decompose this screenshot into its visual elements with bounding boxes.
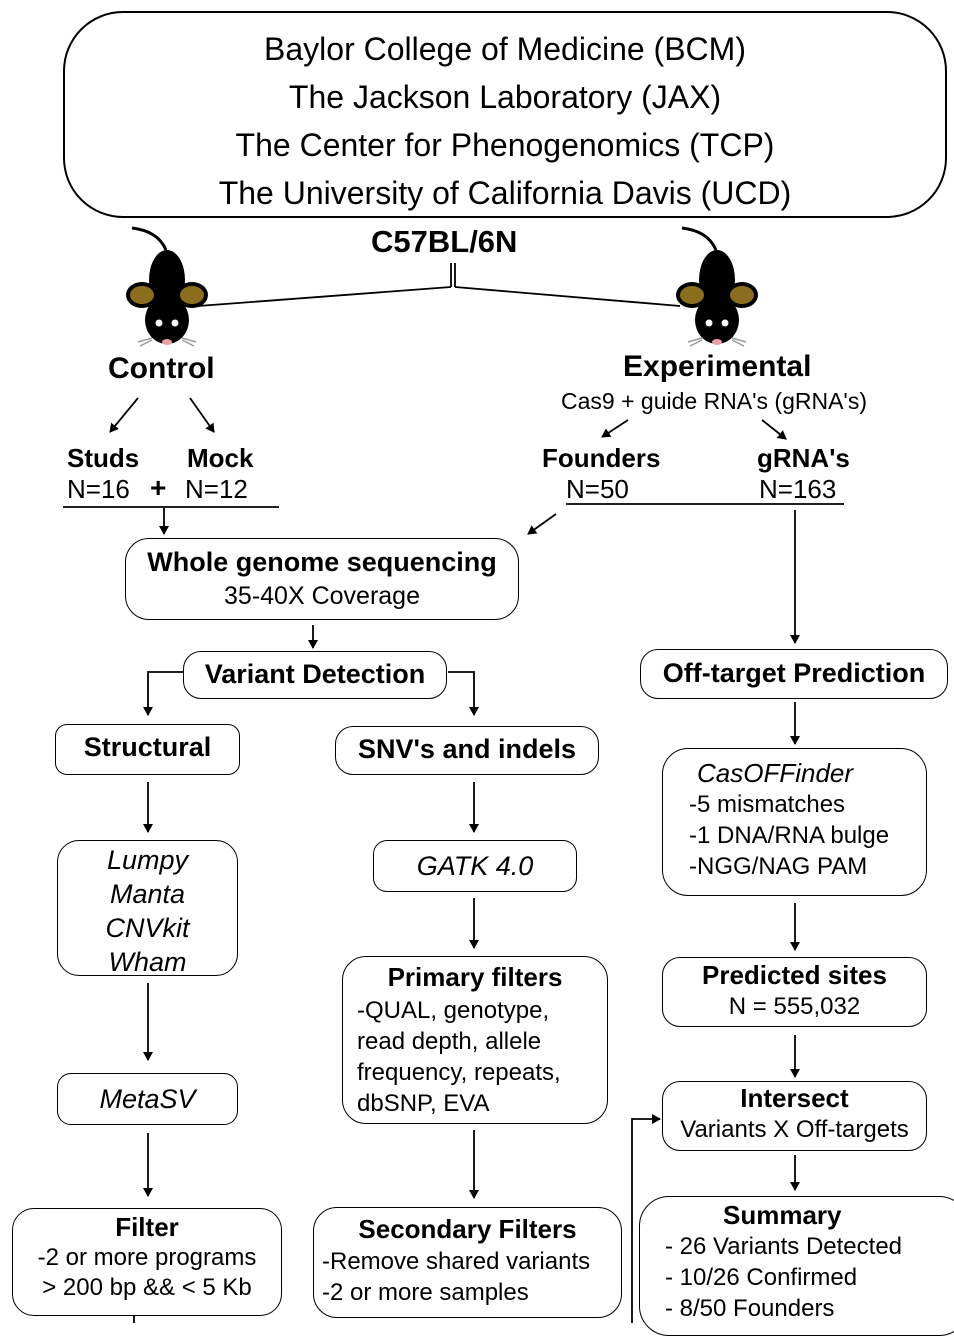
secondary-to-intersect-arrow [631, 1114, 661, 1323]
founders-to-wgs-arrow [527, 513, 557, 535]
institutions-box: Baylor College of Medicine (BCM) The Jac… [63, 11, 947, 218]
intersect-title: Intersect [740, 1083, 849, 1113]
predicted-count: N = 555,032 [728, 993, 861, 1020]
wgs-box: Whole genome sequencing 35-40X Coverage [125, 538, 519, 620]
primary-line-1: -QUAL, genotype, [357, 997, 550, 1024]
mock-count: N=12 [185, 474, 248, 504]
gatk-box: GATK 4.0 [373, 840, 577, 892]
control-title: Control [108, 352, 215, 385]
primary-line-2: read depth, allele [357, 1028, 542, 1055]
variant-to-structural-arrow [143, 671, 183, 716]
strain-to-control-line [197, 286, 452, 307]
institution-jax: The Jackson Laboratory (JAX) [288, 79, 722, 115]
studs-count: N=16 [67, 474, 130, 504]
structural-box: Structural [55, 724, 240, 775]
intersect-box: Intersect Variants X Off-targets [662, 1081, 927, 1151]
exp-to-grna-arrow [761, 419, 787, 440]
predicted-title: Predicted sites [702, 960, 887, 990]
strain-label: C57BL/6N [371, 224, 518, 259]
intersect-line: Variants X Off-targets [680, 1116, 909, 1143]
secondary-line-2: -2 or more samples [322, 1279, 529, 1306]
experimental-title: Experimental [623, 350, 812, 383]
grna-count: N=163 [759, 474, 837, 504]
exp-to-founders-arrow [601, 419, 629, 438]
tool-manta: Manta [109, 879, 186, 909]
filter-line-2: > 200 bp && < 5 Kb [42, 1274, 252, 1301]
plus-sign: + [150, 472, 167, 503]
grna-label: gRNA's [757, 443, 850, 473]
filter-line-1: -2 or more programs [37, 1244, 257, 1271]
filter-title: Filter [115, 1212, 179, 1242]
tool-wham: Wham [108, 947, 187, 977]
summary-line-1: - 26 Variants Detected [665, 1233, 903, 1260]
casoff-line-2: -1 DNA/RNA bulge [689, 822, 890, 849]
offtarget-box: Off-target Prediction [640, 649, 948, 699]
control-mouse-icon [126, 226, 208, 347]
filter-box: Filter -2 or more programs > 200 bp && <… [12, 1208, 282, 1316]
predicted-sites-box: Predicted sites N = 555,032 [662, 957, 927, 1027]
wgs-title: Whole genome sequencing [147, 547, 497, 577]
casoff-title: CasOFFinder [697, 758, 854, 788]
experimental-subtitle: Cas9 + guide RNA's (gRNA's) [561, 388, 867, 414]
summary-line-3: - 8/50 Founders [665, 1295, 835, 1322]
summary-box: Summary - 26 Variants Detected - 10/26 C… [639, 1196, 954, 1336]
tool-cnvkit: CNVkit [105, 913, 190, 943]
casoffinder-box: CasOFFinder -5 mismatches -1 DNA/RNA bul… [662, 748, 927, 896]
casoff-line-1: -5 mismatches [689, 791, 846, 818]
summary-line-2: - 10/26 Confirmed [665, 1264, 858, 1291]
variant-detection-box: Variant Detection [183, 651, 447, 699]
control-to-mock-arrow [189, 397, 215, 433]
primary-title: Primary filters [387, 962, 563, 992]
secondary-line-1: -Remove shared variants [322, 1248, 591, 1275]
founders-label: Founders [542, 443, 661, 473]
wgs-coverage: 35-40X Coverage [224, 582, 420, 610]
summary-title: Summary [723, 1200, 842, 1230]
metasv-box: MetaSV [57, 1073, 238, 1125]
secondary-filters-box: Secondary Filters -Remove shared variant… [313, 1207, 622, 1318]
primary-filters-box: Primary filters -QUAL, genotype, read de… [342, 956, 608, 1124]
secondary-title: Secondary Filters [358, 1214, 577, 1244]
experimental-mouse-icon [676, 226, 758, 347]
mock-label: Mock [187, 443, 254, 473]
sv-tools-box: Lumpy Manta CNVkit Wham [57, 840, 238, 977]
strain-to-experimental-line [454, 286, 681, 307]
variant-to-snv-arrow [448, 671, 479, 716]
studs-label: Studs [67, 443, 140, 473]
institution-bcm: Baylor College of Medicine (BCM) [264, 31, 746, 67]
founders-count: N=50 [566, 474, 629, 504]
primary-line-3: frequency, repeats, [357, 1059, 561, 1086]
primary-line-4: dbSNP, EVA [357, 1090, 490, 1117]
institution-ucd: The University of California Davis (UCD) [218, 175, 792, 211]
institution-tcp: The Center for Phenogenomics (TCP) [235, 127, 775, 163]
tool-lumpy: Lumpy [106, 845, 189, 875]
control-to-studs-arrow [109, 397, 139, 433]
casoff-line-3: -NGG/NAG PAM [689, 853, 868, 880]
snv-box: SNV's and indels [335, 726, 599, 775]
